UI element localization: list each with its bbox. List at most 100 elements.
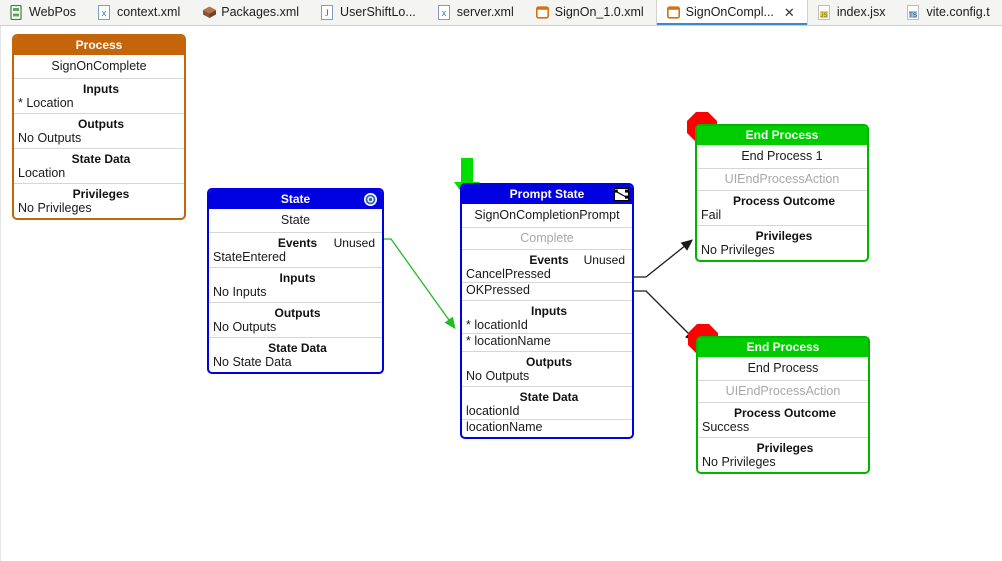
node-state-title: State (280, 213, 311, 227)
editor-tab-packages-xml[interactable]: Packages.xml (192, 0, 311, 25)
node-prompt-state-header-label: Prompt State (509, 187, 585, 201)
editor-tab-label: context.xml (117, 5, 181, 20)
editor-tab-webpos[interactable]: WebPos (0, 0, 88, 25)
node-section-row: * locationId (466, 318, 528, 332)
svg-text:x: x (102, 8, 107, 18)
node-end-process-2-title: End Process (747, 361, 819, 375)
close-icon[interactable]: ✕ (783, 5, 795, 20)
process-file-icon (666, 5, 680, 20)
node-section-header: Inputs (462, 304, 632, 318)
node-section-header: Inputs (209, 271, 382, 285)
process-file-icon (535, 5, 549, 20)
editor-tab-signoncompl[interactable]: SignOnCompl... ✕ (655, 0, 808, 25)
node-section-title: Inputs (83, 82, 119, 96)
editor-tab-label: SignOnCompl... (685, 5, 774, 20)
file-server-icon (10, 5, 23, 20)
link-nodes-icon[interactable] (614, 188, 629, 201)
node-section-row: No Privileges (701, 243, 775, 257)
node-section-header: State Data (209, 341, 382, 355)
node-section-header: Outputs (462, 355, 632, 369)
node-state-header: State (209, 190, 382, 209)
node-section-row: * locationName (462, 333, 632, 349)
editor-tab-label: vite.config.t (926, 5, 990, 20)
node-section-row: Location (18, 166, 66, 180)
node-section-title: Privileges (755, 229, 813, 243)
svg-text:JS: JS (820, 13, 827, 19)
xml-file-icon: x (437, 5, 451, 20)
node-section-title: Inputs (279, 271, 316, 285)
node-end-process-1-header-label: End Process (745, 128, 819, 142)
editor-tab-label: index.jsx (836, 5, 886, 20)
node-section-header: State Data (14, 152, 184, 166)
editor-tab-index-jsx[interactable]: JS index.jsx (808, 0, 898, 25)
node-end-process-2-subtitle: UIEndProcessAction (698, 380, 868, 402)
package-box-icon (202, 5, 217, 20)
target-circle-icon[interactable] (364, 193, 377, 206)
node-section-title: Process Outcome (733, 406, 837, 420)
node-section-header: Privileges (698, 441, 868, 455)
node-process-header-label: Process (75, 38, 123, 52)
editor-tab-label: server.xml (456, 5, 514, 20)
node-section-header: Privileges (14, 187, 184, 201)
node-section-row: No State Data (213, 355, 292, 369)
edge-state-to-prompt-state (384, 238, 456, 330)
editor-tab-signon-1-0-xml[interactable]: SignOn_1.0.xml (526, 0, 656, 25)
node-end-process-2-header: End Process (698, 338, 868, 357)
editor-tab-label: WebPos (29, 5, 77, 20)
node-section-header: Inputs (14, 82, 184, 96)
svg-text:x: x (442, 8, 447, 18)
node-end-process-1-subtitle: UIEndProcessAction (697, 168, 867, 190)
node-section-header: State Data (462, 390, 632, 404)
node-end-process-2[interactable]: End Process End Process UIEndProcessActi… (696, 336, 870, 474)
node-section-row: No Outputs (18, 131, 82, 145)
node-prompt-state-subtitle: Complete (462, 227, 632, 249)
node-section-row: locationName (462, 419, 632, 435)
node-section-title: Inputs (531, 304, 567, 318)
node-section-header: Process Outcome (698, 406, 868, 420)
node-prompt-state[interactable]: Prompt State SignOnCompletionPrompt Comp… (460, 183, 634, 439)
node-section-row: No Outputs (213, 320, 277, 334)
node-process-header: Process (14, 36, 184, 55)
node-end-process-2-header-label: End Process (746, 340, 820, 354)
node-section-header: Outputs (14, 117, 184, 131)
svg-text:J: J (325, 8, 329, 18)
editor-tab-label: SignOn_1.0.xml (554, 5, 644, 20)
editor-tab-server-xml[interactable]: x server.xml (428, 0, 526, 25)
node-section-row: No Privileges (702, 455, 776, 469)
node-section-row: Success (702, 420, 750, 434)
node-state-header-label: State (280, 192, 311, 206)
node-section-title: Events (529, 253, 569, 267)
node-section-title: State Data (519, 390, 579, 404)
json-file-icon: J (321, 5, 334, 20)
node-section-title: State Data (71, 152, 131, 166)
editor-tab-context-xml[interactable]: x context.xml (88, 0, 192, 25)
edge-cancel-to-end-process-1 (633, 239, 694, 278)
js-file-icon: JS (817, 5, 831, 20)
node-end-process-1[interactable]: End Process End Process 1 UIEndProcessAc… (695, 124, 869, 262)
node-section-title: Outputs (526, 355, 572, 369)
node-section-row: * Location (18, 96, 74, 110)
node-section-row: No Inputs (213, 285, 267, 299)
